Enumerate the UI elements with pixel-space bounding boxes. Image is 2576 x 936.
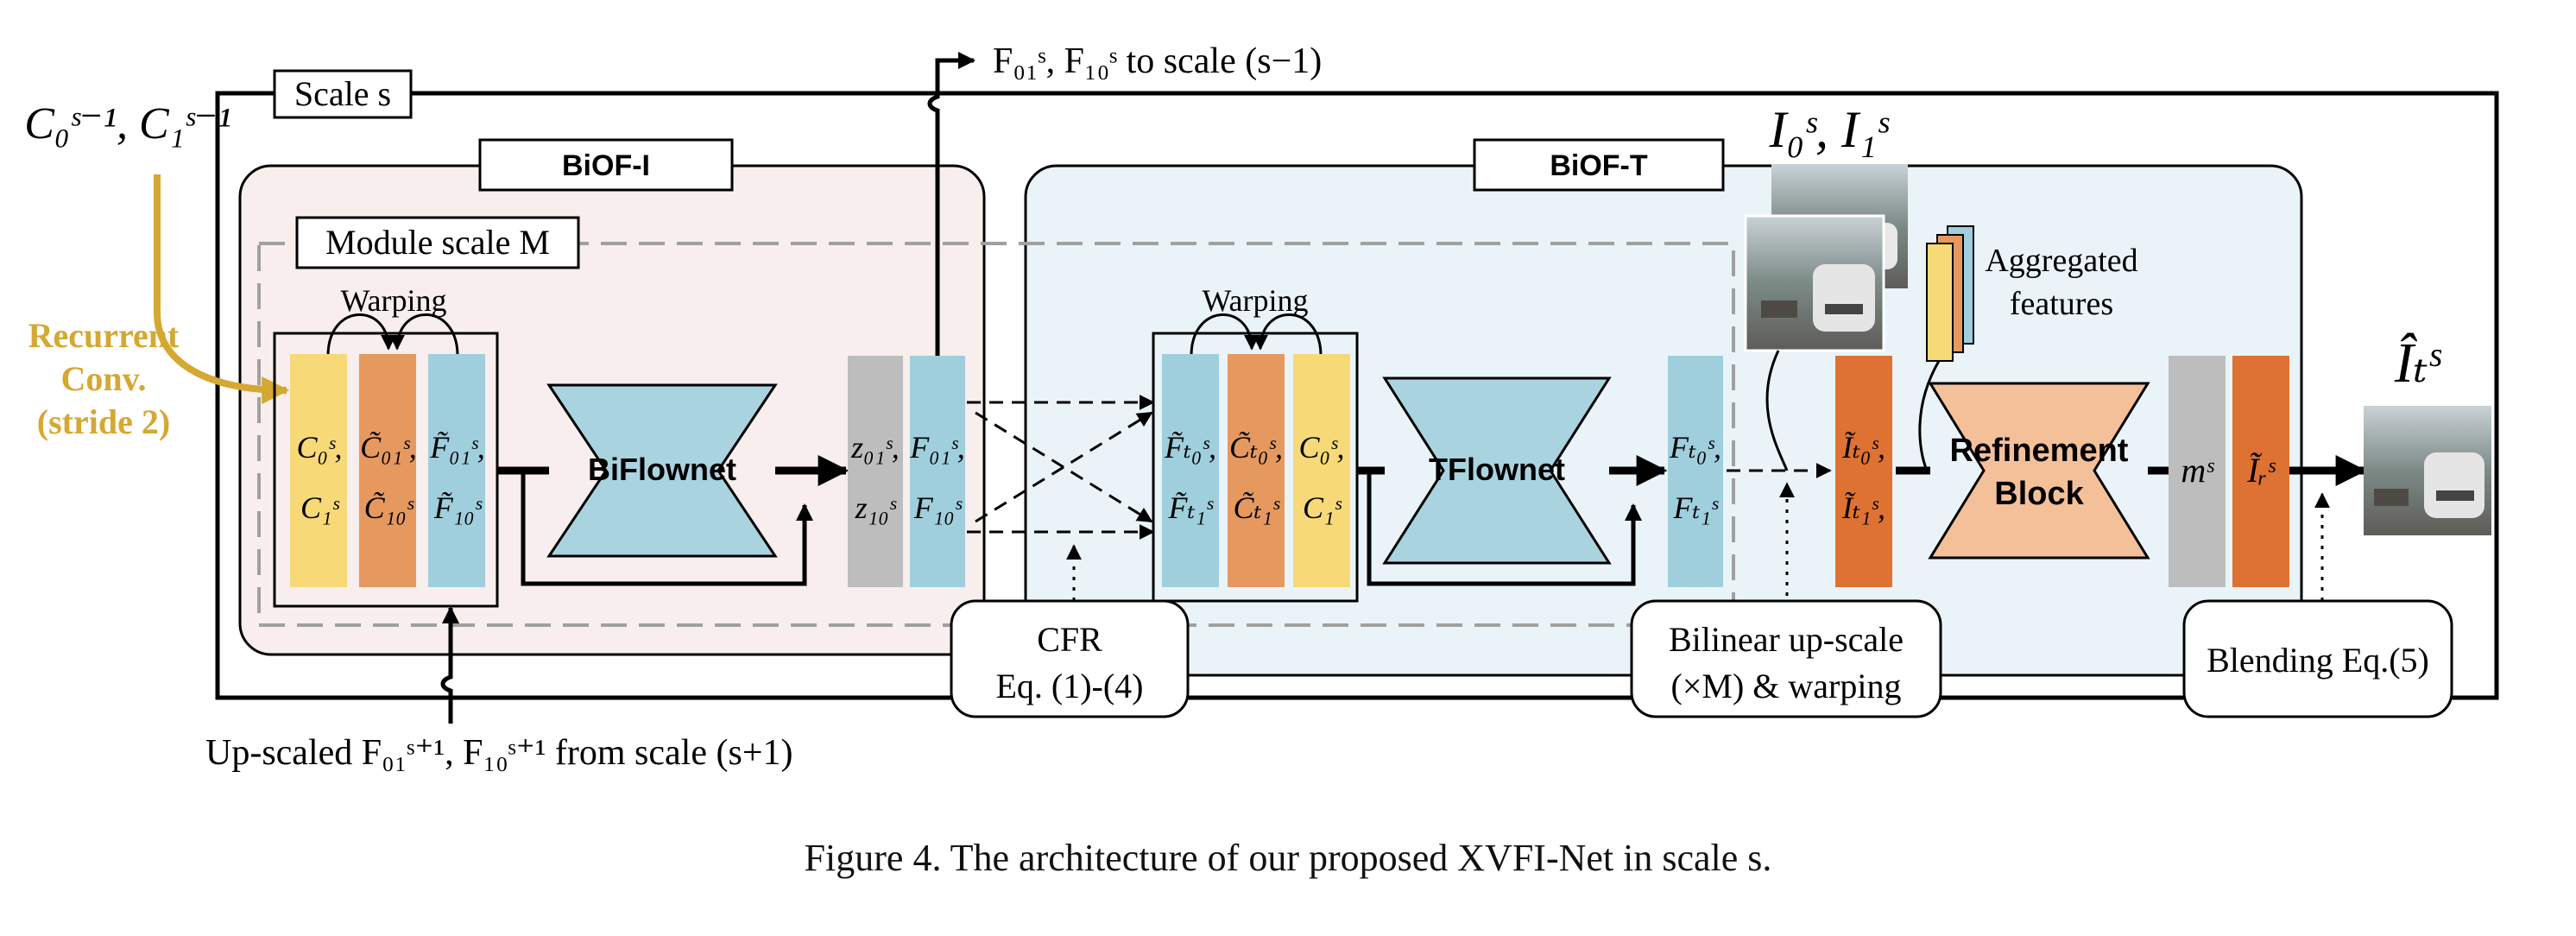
block-ft-bot: F̃₁₀ˢ — [433, 490, 483, 525]
block-c-bot: C₁ˢ — [300, 490, 340, 525]
warping-arrow-1a — [326, 313, 396, 357]
block-f-bot: F₁₀ˢ — [913, 490, 963, 525]
biof-i-label: BiOF-I — [562, 149, 650, 182]
module-scale-label: Module scale M — [325, 223, 550, 262]
block-it — [1835, 356, 1892, 587]
figure-caption: Figure 4. The architecture of our propos… — [804, 837, 1772, 879]
blending-label: Blending Eq.(5) — [2207, 641, 2429, 680]
warping-arrow-1b — [389, 313, 459, 357]
warping-label-2: Warping — [1202, 283, 1308, 318]
skip-arrow-tflownet — [1367, 471, 1642, 586]
scale-label-box — [273, 69, 413, 119]
block-fout-bot: Fₜ₁ˢ — [1673, 490, 1719, 525]
tflownet-shape — [1382, 376, 1612, 565]
output-frame — [2364, 406, 2491, 535]
cfr-line1: CFR — [1037, 620, 1102, 659]
block-c2-bot: C₁ˢ — [1303, 490, 1342, 525]
recurrent-curve — [154, 312, 290, 404]
recurrent-line3: (stride 2) — [37, 402, 170, 441]
block-c-top: C₀ˢ, — [296, 430, 342, 465]
block-it-bot: Ĩₜ₁ˢ, — [1841, 490, 1885, 525]
refinement-line1: Refinement — [1950, 433, 2129, 469]
block-c — [290, 354, 347, 587]
skip-arrow-biflownet — [521, 471, 813, 586]
block-m-label: mˢ — [2181, 451, 2214, 490]
block-fout-top: Fₜ₀ˢ, — [1669, 430, 1721, 465]
module-scale-label-box — [295, 216, 580, 269]
scale-frame — [215, 91, 2499, 700]
output-label: Îₜˢ — [2394, 332, 2442, 395]
block-ir-label: Ĩᵣˢ — [2246, 451, 2276, 490]
tflownet-label: TFlownet — [1429, 452, 1565, 487]
aggregated-features-icon — [1926, 225, 1974, 362]
block-m — [2169, 356, 2226, 587]
bilinear-line2: (×M) & warping — [1671, 667, 1902, 705]
recurrent-line1: Recurrent — [28, 316, 180, 355]
block-ir — [2232, 356, 2289, 587]
block-z-top: z₀₁ˢ, — [850, 430, 900, 465]
block-f-top: F₀₁ˢ, — [909, 430, 965, 465]
biof-t-label-box — [1473, 138, 1725, 192]
input-frames-label: I₀ˢ, I₁ˢ — [1769, 101, 1890, 158]
cfr-line2: Eq. (1)-(4) — [995, 667, 1143, 705]
block-it-top: Ĩₜ₀ˢ, — [1841, 430, 1885, 465]
upscaled-arrow — [440, 606, 459, 724]
biof-i-label-box — [478, 138, 734, 192]
block-f-tilde — [428, 354, 485, 587]
block-ctt — [1228, 354, 1285, 587]
block-ctt-bot: C̃ₜ₁ˢ — [1234, 490, 1280, 525]
block-c-tilde — [359, 354, 416, 587]
block-z-bot: z₁₀ˢ — [855, 490, 897, 525]
aggregated-line1: Aggregated — [1985, 243, 2137, 279]
input-to-warp-curve — [1765, 350, 1789, 471]
block-z — [848, 356, 903, 587]
cross-line-4 — [975, 411, 1153, 523]
aggregated-line2: features — [2010, 286, 2113, 322]
block-ctt-top: C̃ₜ₀ˢ, — [1229, 430, 1283, 465]
blending-box — [2182, 599, 2453, 718]
block-ct-bot: C̃₁₀ˢ — [364, 490, 414, 525]
block-ct-top: C̃₀₁ˢ, — [360, 430, 417, 465]
biflownet-shape — [546, 383, 778, 558]
warping-arrow-2a — [1190, 313, 1260, 357]
block-c2-top: C₀ˢ, — [1298, 430, 1344, 465]
block-c2 — [1293, 354, 1350, 587]
architecture-diagram: Scale s BiOF-I BiOF-T Module scale M C₀ˢ… — [24, 41, 2499, 773]
bilinear-line1: Bilinear up-scale — [1669, 620, 1904, 659]
biof-t-label: BiOF-T — [1550, 149, 1648, 182]
bilinear-box — [1630, 599, 1942, 718]
block-fout — [1668, 356, 1723, 587]
refinement-shape — [1928, 382, 2150, 560]
block-f — [910, 356, 965, 587]
block-ftt-bot: F̃ₜ₁ˢ — [1168, 490, 1214, 525]
scale-label: Scale s — [294, 74, 391, 113]
biflownet-label: BiFlownet — [588, 452, 736, 487]
top-input-label: C₀ˢ⁻¹, C₁ˢ⁻¹ — [24, 99, 231, 149]
recurrent-line2: Conv. — [61, 359, 147, 398]
warping-arrow-2b — [1253, 313, 1323, 357]
block-ftt-top: F̃ₜ₀ˢ, — [1164, 430, 1216, 465]
warping-label-1: Warping — [340, 283, 446, 318]
aggregated-curve — [1918, 360, 1941, 471]
refinement-line2: Block — [1994, 476, 2084, 512]
block-ftt — [1162, 354, 1219, 587]
cfr-box — [950, 599, 1190, 718]
block-ft-top: F̃₀₁ˢ, — [429, 430, 485, 465]
input-frame-0 — [1744, 214, 1885, 352]
to-scale-label: F₀₁ˢ, F₁₀ˢ to scale (s−1) — [993, 41, 1322, 81]
upscaled-label: Up-scaled F₀₁ˢ⁺¹, F₁₀ˢ⁺¹ from scale (s+1… — [205, 733, 793, 773]
to-scale-arrow — [927, 52, 975, 356]
